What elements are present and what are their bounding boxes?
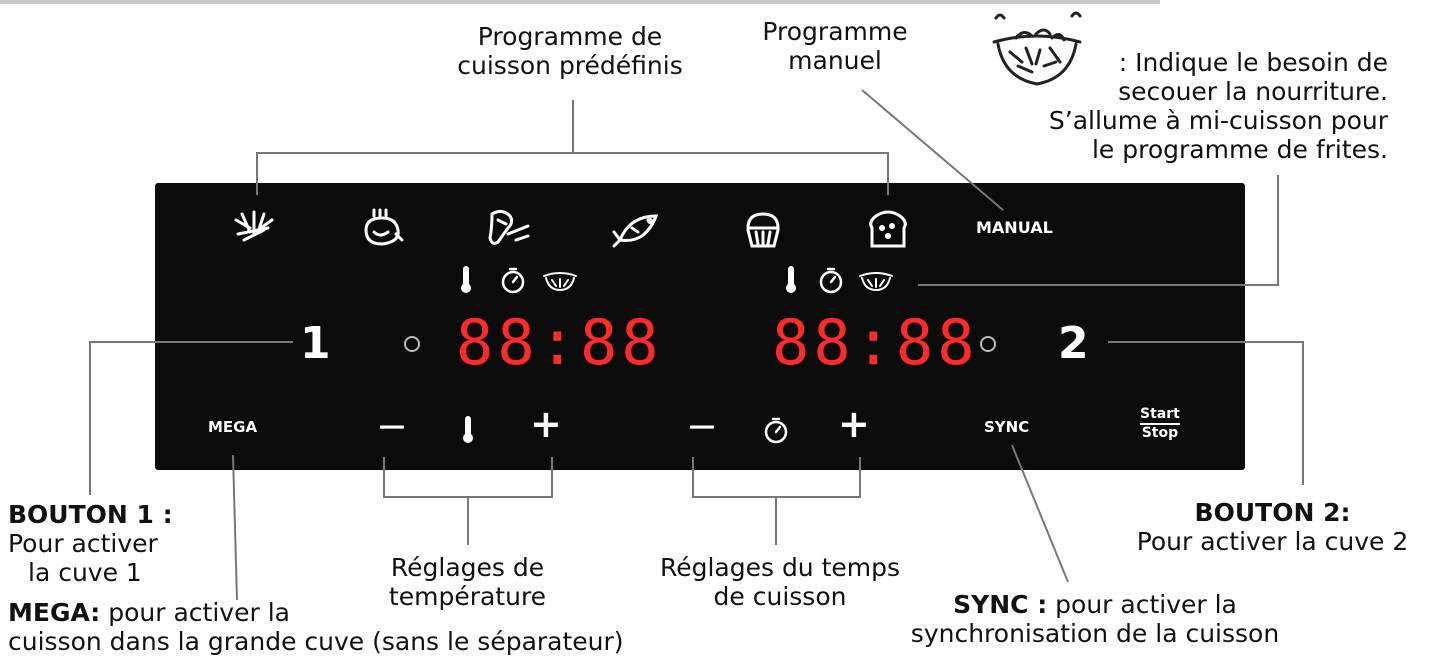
display-zone-2: 88:88 <box>772 306 979 379</box>
label-line: Réglages de <box>390 553 545 582</box>
label-time-settings: Réglages du temps de cuisson <box>640 553 920 611</box>
label-manual-program: Programme manuel <box>740 17 930 75</box>
time-plus-button[interactable]: + <box>838 402 870 446</box>
fish-icon[interactable] <box>612 210 662 248</box>
cake-icon[interactable] <box>742 210 784 250</box>
chicken-icon[interactable] <box>358 208 404 250</box>
timer-icon <box>764 417 788 444</box>
shake-basket-icon <box>543 272 577 292</box>
display-zone-1: 88:88 <box>456 306 663 379</box>
label-line: S’allume à mi-cuisson pour <box>1048 106 1388 135</box>
start-stop-divider <box>1140 423 1180 425</box>
top-border <box>0 0 1160 4</box>
label-title: BOUTON 2: <box>1194 498 1351 527</box>
label-line: Pour activer <box>8 529 158 558</box>
label-line: Pour activer la cuve 2 <box>1136 527 1409 556</box>
sync-button[interactable]: SYNC <box>984 418 1030 436</box>
start-label: Start <box>1140 406 1180 422</box>
label-predefined-programs: Programme de cuisson prédéfinis <box>430 22 710 80</box>
label-line: manuel <box>788 46 882 75</box>
label-sync: SYNC : pour activer la synchronisation d… <box>885 590 1305 648</box>
timer-icon <box>819 267 843 294</box>
indicator-dot-2 <box>980 336 996 352</box>
label-line: la cuve 1 <box>28 558 142 587</box>
mega-button[interactable]: MEGA <box>208 418 258 436</box>
time-minus-button[interactable]: − <box>686 404 718 448</box>
temperature-minus-button[interactable]: − <box>376 404 408 448</box>
label-line: Réglages du temps <box>659 553 901 582</box>
thermometer-icon <box>786 266 796 293</box>
start-stop-button[interactable]: Start Stop <box>1140 407 1180 441</box>
indicator-dot-1 <box>404 336 420 352</box>
label-title: MEGA: <box>8 598 101 627</box>
manual-button[interactable]: MANUAL <box>976 218 1053 237</box>
bread-icon[interactable] <box>866 208 910 250</box>
label-button-1: BOUTON 1 : Pour activer la cuve 1 <box>8 500 173 587</box>
shake-basket-icon <box>859 272 893 292</box>
label-line: pour activer la <box>1055 590 1237 619</box>
label-line: Programme de <box>477 22 663 51</box>
label-line: synchronisation de la cuisson <box>910 619 1280 648</box>
zone-1-button[interactable]: 1 <box>300 318 331 369</box>
timer-icon <box>501 267 525 294</box>
thermometer-icon <box>461 266 471 293</box>
label-line: température <box>388 582 547 611</box>
temperature-plus-button[interactable]: + <box>530 402 562 446</box>
label-title: BOUTON 1 : <box>8 500 173 529</box>
stop-label: Stop <box>1141 425 1179 441</box>
label-line: secouer la nourriture. <box>1118 77 1388 106</box>
label-temperature-settings: Réglages de température <box>360 553 575 611</box>
fries-icon[interactable] <box>232 210 276 244</box>
label-line: : Indique le besoin de <box>1118 48 1388 77</box>
label-line: cuisson dans la grande cuve (sans le sép… <box>8 627 624 656</box>
label-line: Programme <box>762 17 908 46</box>
label-line: cuisson prédéfinis <box>457 51 683 80</box>
label-line: de cuisson <box>713 582 847 611</box>
label-line: le programme de frites. <box>1091 135 1388 164</box>
shake-basket-icon <box>992 11 1082 86</box>
thermometer-icon <box>463 416 473 443</box>
label-mega: MEGA: pour activer la cuisson dans la gr… <box>8 598 624 656</box>
zone-2-button[interactable]: 2 <box>1058 318 1089 369</box>
label-title: SYNC : <box>953 590 1048 619</box>
label-shake-indicator: : Indique le besoin de secouer la nourri… <box>1000 48 1388 164</box>
label-button-2: BOUTON 2: Pour activer la cuve 2 <box>1120 498 1425 556</box>
label-line: pour activer la <box>108 598 290 627</box>
steak-icon[interactable] <box>486 208 532 248</box>
